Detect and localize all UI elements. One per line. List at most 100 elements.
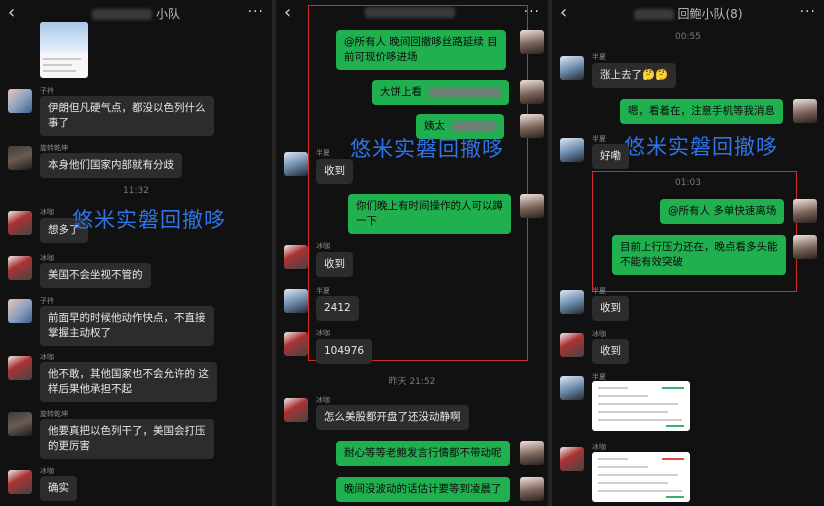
avatar[interactable] [284, 398, 308, 422]
message-bubble[interactable]: 收到 [592, 296, 629, 321]
sender-name: 冰咖 [40, 353, 54, 361]
trade-screenshot-card[interactable] [592, 452, 690, 502]
message-bubble[interactable]: 想多了 [40, 218, 88, 243]
message-bubble[interactable]: 晚间没波动的话估计要等到凌晨了 [336, 477, 510, 502]
message-bubble[interactable]: @所有人 多单快速离场 [660, 199, 785, 224]
redacted-text [452, 121, 497, 131]
message-bubble[interactable]: 目前上行压力还在，晚点看多头能 不能有效突破 [612, 235, 786, 275]
timestamp: 11:32 [123, 186, 149, 196]
watermark-text: 悠米实磐回撤哆 [72, 208, 226, 232]
sender-name: 冰咖 [316, 396, 330, 404]
sender-name: 冰咖 [40, 254, 54, 262]
message-bubble[interactable]: 确实 [40, 476, 77, 501]
chat-screenshot-3: ‹ 回鲍小队(8) ··· 00:55 半夏 涨上去了🤔🤔 嗯，看着在，注意手机… [552, 0, 824, 506]
message-bubble[interactable]: 怎么美股都开盘了还没动静啊 [316, 405, 469, 430]
back-icon[interactable]: ‹ [284, 2, 292, 23]
avatar[interactable] [793, 99, 817, 123]
avatar[interactable] [284, 152, 308, 176]
message-bubble[interactable]: 收到 [592, 339, 629, 364]
highlight-box [592, 171, 797, 292]
timestamp: 01:03 [675, 178, 701, 188]
avatar[interactable] [520, 441, 544, 465]
blurred-title [91, 9, 152, 20]
avatar[interactable] [560, 56, 584, 80]
avatar[interactable] [560, 376, 584, 400]
highlight-box [308, 5, 528, 361]
avatar[interactable] [8, 299, 32, 323]
redacted-text [429, 87, 502, 97]
message-bubble[interactable]: 他要真把以色列干了，美国会打压 的更厉害 [40, 419, 214, 459]
message-bubble[interactable]: 伊朗但凡硬气点，都没以色列什么 事了 [40, 96, 214, 136]
message-bubble[interactable]: 你们晚上有时间操作的人可以蹲 一下 [348, 194, 511, 234]
avatar[interactable] [284, 245, 308, 269]
back-icon[interactable]: ‹ [560, 2, 568, 23]
avatar[interactable] [520, 114, 544, 138]
chat-screenshot-1: ‹ 小队 ··· 子衿 伊朗但凡硬气点，都没以色列什么 事了 旋转乾坤 本身他们… [0, 0, 272, 506]
message-bubble[interactable]: 收到 [316, 252, 353, 277]
avatar[interactable] [8, 412, 32, 436]
sender-name: 冰咖 [40, 467, 54, 475]
chat-title: 小队 [0, 5, 272, 22]
message-bubble[interactable]: 耐心等等老鲍发言行情都不带动呢 [336, 441, 510, 466]
message-bubble[interactable]: 他不敢，其他国家也不会允许的 这 样后果他承担不起 [40, 362, 217, 402]
avatar[interactable] [520, 194, 544, 218]
avatar[interactable] [793, 199, 817, 223]
image-message[interactable] [40, 22, 88, 78]
message-bubble[interactable]: 美国不会坐视不管的 [40, 263, 151, 288]
avatar[interactable] [560, 138, 584, 162]
blurred-title [365, 7, 455, 18]
avatar[interactable] [8, 89, 32, 113]
blurred-title [633, 9, 674, 20]
message-bubble[interactable]: @所有人 晚间回撤哆丝路延续 目 前可现价哆进场 [336, 30, 506, 70]
chat-screenshot-2: ‹ ··· @所有人 晚间回撤哆丝路延续 目 前可现价哆进场 大饼上看 姨太 悠… [276, 0, 548, 506]
message-bubble[interactable]: 104976 [316, 339, 373, 364]
message-bubble[interactable]: 涨上去了🤔🤔 [592, 63, 677, 88]
message-bubble[interactable]: 大饼上看 [372, 80, 510, 105]
sender-name: 半夏 [592, 53, 606, 61]
chat-header: ‹ 回鲍小队(8) ··· [552, 0, 824, 28]
more-icon[interactable]: ··· [247, 4, 264, 20]
sender-name: 子衿 [40, 297, 54, 305]
sender-name: 冰咖 [592, 443, 606, 451]
trade-screenshot-card[interactable] [592, 381, 690, 431]
timestamp: 昨天 21:52 [388, 377, 436, 387]
sender-name: 半夏 [316, 287, 330, 295]
avatar[interactable] [8, 356, 32, 380]
avatar[interactable] [793, 235, 817, 259]
watermark-text: 悠米实磐回撤哆 [350, 137, 504, 161]
sender-name: 半夏 [316, 149, 330, 157]
sender-name: 旋转乾坤 [40, 410, 68, 418]
sender-name: 旋转乾坤 [40, 144, 68, 152]
avatar[interactable] [560, 333, 584, 357]
avatar[interactable] [8, 146, 32, 170]
avatar[interactable] [284, 289, 308, 313]
avatar[interactable] [520, 80, 544, 104]
sender-name: 冰咖 [316, 329, 330, 337]
avatar[interactable] [560, 447, 584, 471]
sender-name: 冰咖 [592, 330, 606, 338]
message-bubble[interactable]: 好嘞 [592, 144, 629, 169]
timestamp: 00:55 [675, 32, 701, 42]
message-bubble[interactable]: 2412 [316, 296, 359, 321]
avatar[interactable] [560, 290, 584, 314]
chat-header: ‹ 小队 ··· [0, 0, 272, 28]
sender-name: 冰咖 [316, 242, 330, 250]
sender-name: 半夏 [592, 287, 606, 295]
back-icon[interactable]: ‹ [8, 2, 16, 23]
sender-name: 半夏 [592, 135, 606, 143]
message-bubble[interactable]: 收到 [316, 159, 353, 184]
avatar[interactable] [520, 477, 544, 501]
message-bubble[interactable]: 本身他们国家内部就有分歧 [40, 153, 182, 178]
avatar[interactable] [8, 470, 32, 494]
avatar[interactable] [8, 211, 32, 235]
message-bubble[interactable]: 前面早的时候他动作快点，不直接 掌握主动权了 [40, 306, 214, 346]
chat-title: 回鲍小队(8) [552, 5, 824, 22]
avatar[interactable] [8, 256, 32, 280]
message-bubble[interactable]: 姨太 [416, 114, 505, 139]
divider [548, 0, 552, 506]
avatar[interactable] [284, 332, 308, 356]
avatar[interactable] [520, 30, 544, 54]
message-bubble[interactable]: 嗯，看着在，注意手机等我消息 [620, 99, 783, 124]
more-icon[interactable]: ··· [799, 4, 816, 20]
divider [272, 0, 276, 506]
